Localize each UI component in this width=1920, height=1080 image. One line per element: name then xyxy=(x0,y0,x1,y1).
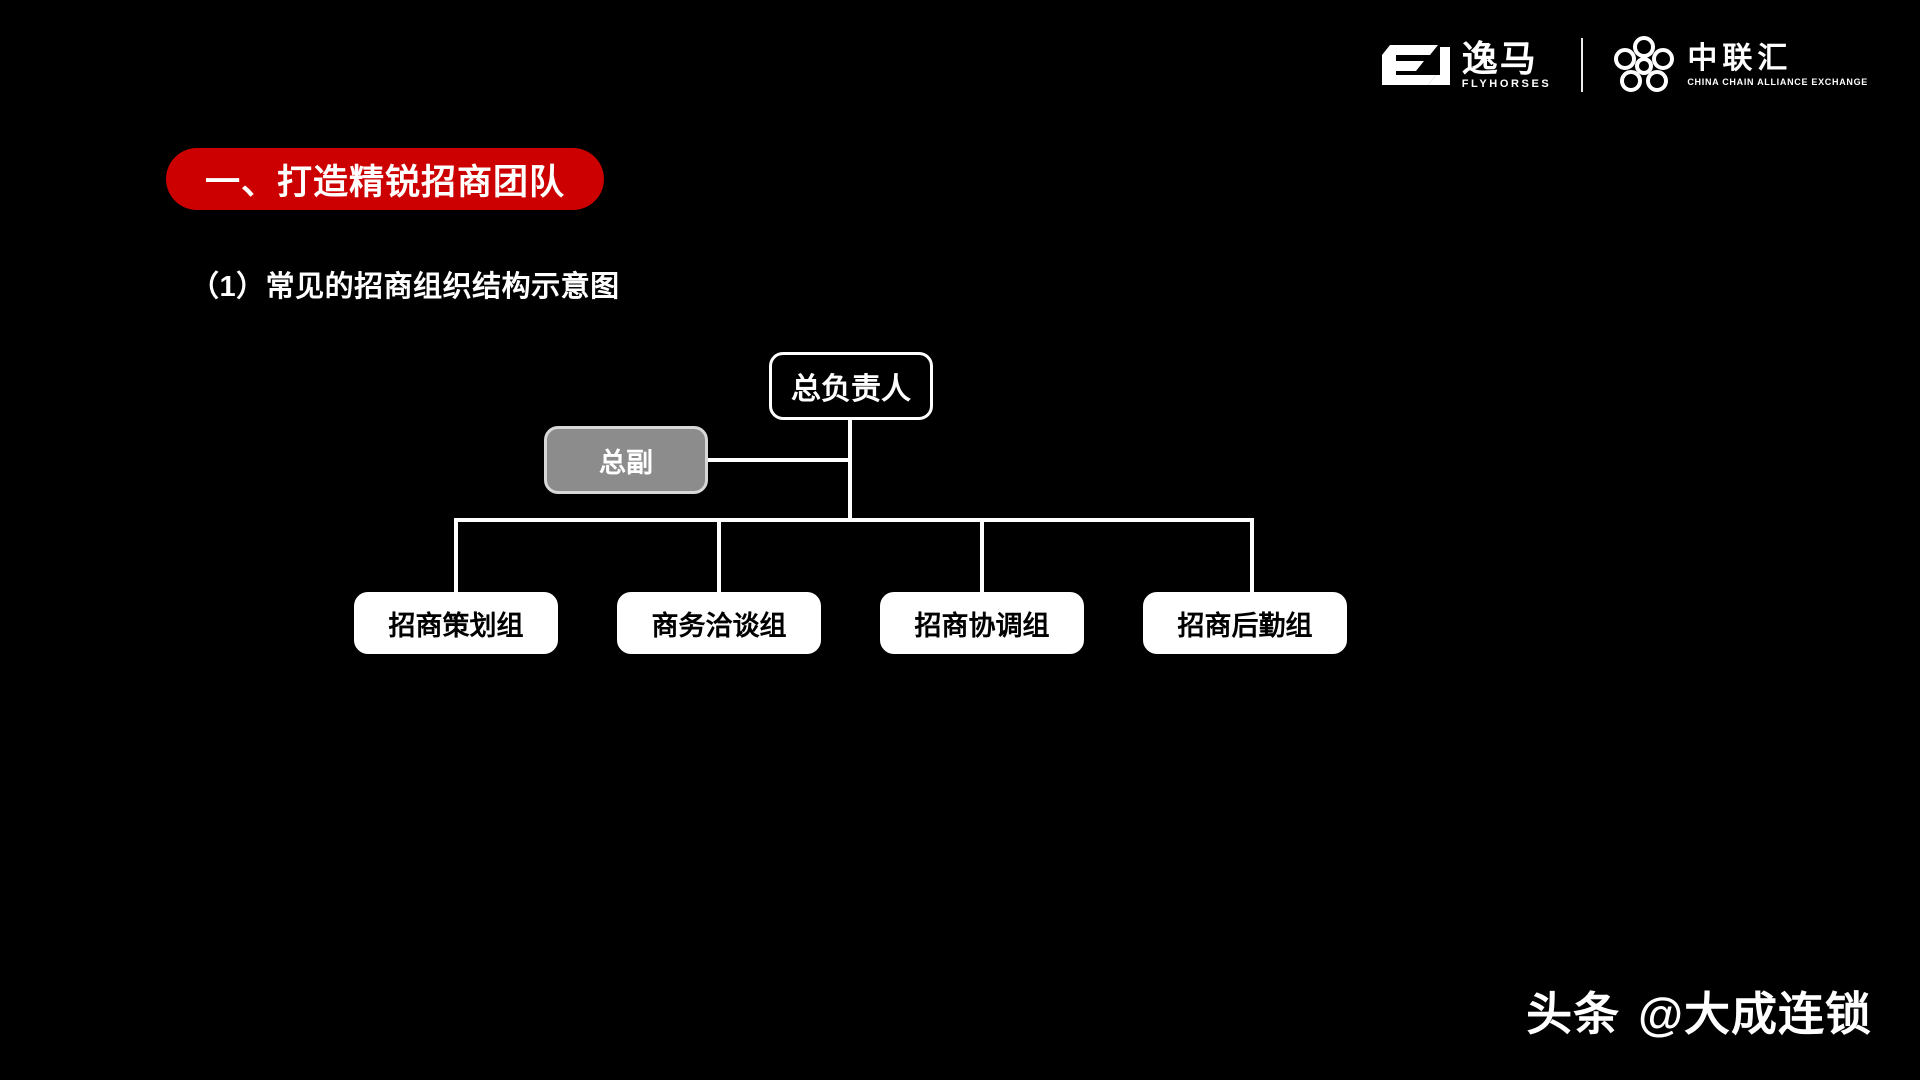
watermark-brand: 头条 xyxy=(1526,988,1621,1040)
org-node-label: 商务洽谈组 xyxy=(651,610,787,641)
org-node-logistics-team[interactable]: 招商后勤组 xyxy=(1143,592,1347,654)
connector-drop-1 xyxy=(717,518,721,594)
org-node-coordination-team[interactable]: 招商协调组 xyxy=(880,592,1084,654)
logo-ccae: 中联汇 CHINA CHAIN ALLIANCE EXCHANGE xyxy=(1613,36,1868,94)
org-node-label: 总副 xyxy=(599,447,653,478)
org-node-label: 招商协调组 xyxy=(914,610,1050,641)
org-node-negotiation-team[interactable]: 商务洽谈组 xyxy=(617,592,821,654)
ccae-en-name: CHINA CHAIN ALLIANCE EXCHANGE xyxy=(1687,77,1868,88)
flyhorses-en-name: FLYHORSES xyxy=(1461,78,1552,91)
section-title-banner: 一、打造精锐招商团队 xyxy=(166,148,604,210)
section-title-text: 一、打造精锐招商团队 xyxy=(204,162,565,202)
org-node-planning-team[interactable]: 招商策划组 xyxy=(354,592,558,654)
watermark: 头条 @大成连锁 xyxy=(1526,978,1872,1044)
org-chart: 总负责人 总副 招商策划组 商务洽谈组 招商协调组 招商后勤组 xyxy=(0,330,1920,710)
connector-trunk-vertical xyxy=(848,420,852,522)
flyhorses-wordmark: 逸马 FLYHORSES xyxy=(1461,37,1552,91)
subtitle-text: （1）常见的招商组织结构示意图 xyxy=(190,271,620,303)
connector-deputy-horizontal xyxy=(706,458,852,462)
connector-drop-3 xyxy=(1250,518,1254,594)
ccae-wordmark: 中联汇 CHINA CHAIN ALLIANCE EXCHANGE xyxy=(1687,43,1868,88)
flyhorses-ca-mark-icon xyxy=(1381,44,1450,85)
logo-divider xyxy=(1581,38,1584,92)
org-node-label: 招商策划组 xyxy=(388,610,524,641)
ccae-cn-name: 中联汇 xyxy=(1687,41,1793,75)
watermark-handle: @大成连锁 xyxy=(1638,988,1872,1040)
logo-flyhorses: 逸马 FLYHORSES xyxy=(1380,37,1552,91)
flyhorses-cn-name: 逸马 xyxy=(1461,37,1538,79)
org-node-general-manager[interactable]: 总负责人 xyxy=(769,352,933,420)
connector-drop-2 xyxy=(980,518,984,594)
ccae-flower-mark-icon xyxy=(1614,36,1675,92)
org-node-deputy[interactable]: 总副 xyxy=(544,426,708,494)
connector-drop-0 xyxy=(454,518,458,594)
org-node-label: 总负责人 xyxy=(791,373,911,406)
header-logo-bar: 逸马 FLYHORSES 中联汇 CHINA CHAIN ALLIANCE EX… xyxy=(1380,34,1868,96)
org-node-label: 招商后勤组 xyxy=(1177,610,1313,641)
connector-children-bus xyxy=(454,518,1254,522)
